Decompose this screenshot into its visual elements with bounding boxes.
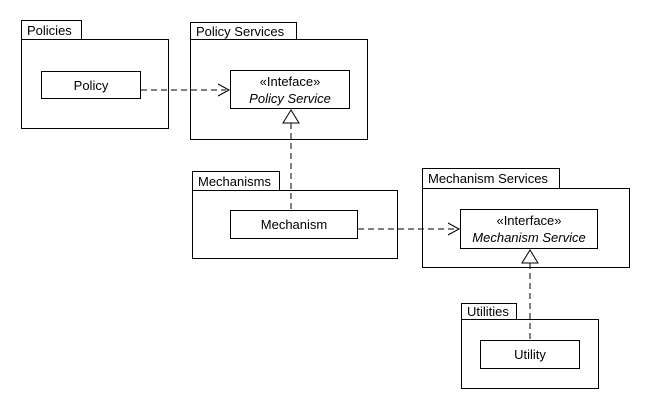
- package-tab-policy-services: Policy Services: [190, 22, 297, 39]
- package-tab-policies: Policies: [21, 20, 82, 39]
- package-tab-utilities: Utilities: [461, 303, 517, 319]
- class-label-mechanism: Mechanism: [260, 217, 328, 232]
- class-box-mechanism: Mechanism: [230, 210, 358, 239]
- class-box-policy: Policy: [41, 71, 141, 99]
- interface-name-mechanism-service: Mechanism Service: [472, 230, 586, 245]
- package-tab-mechanism-services: Mechanism Services: [422, 168, 560, 188]
- class-box-utility: Utility: [480, 340, 580, 369]
- package-label-policies: Policies: [27, 22, 72, 38]
- interface-stereotype-mechanism-service: «Interface»: [496, 213, 562, 228]
- package-tab-mechanisms: Mechanisms: [192, 171, 280, 190]
- class-label-policy: Policy: [73, 77, 109, 93]
- package-label-policy-services: Policy Services: [196, 23, 285, 39]
- package-label-mechanisms: Mechanisms: [198, 173, 271, 189]
- interface-stereotype-policy-service: «Inteface»: [259, 73, 321, 89]
- interface-box-policy-service: «Inteface» Policy Service: [230, 70, 350, 109]
- interface-name-policy-service: Policy Service: [249, 90, 331, 106]
- class-label-utility: Utility: [514, 347, 546, 362]
- package-label-utilities: Utilities: [467, 304, 509, 319]
- interface-box-mechanism-service: «Interface» Mechanism Service: [460, 209, 598, 249]
- package-label-mechanism-services: Mechanism Services: [428, 171, 548, 186]
